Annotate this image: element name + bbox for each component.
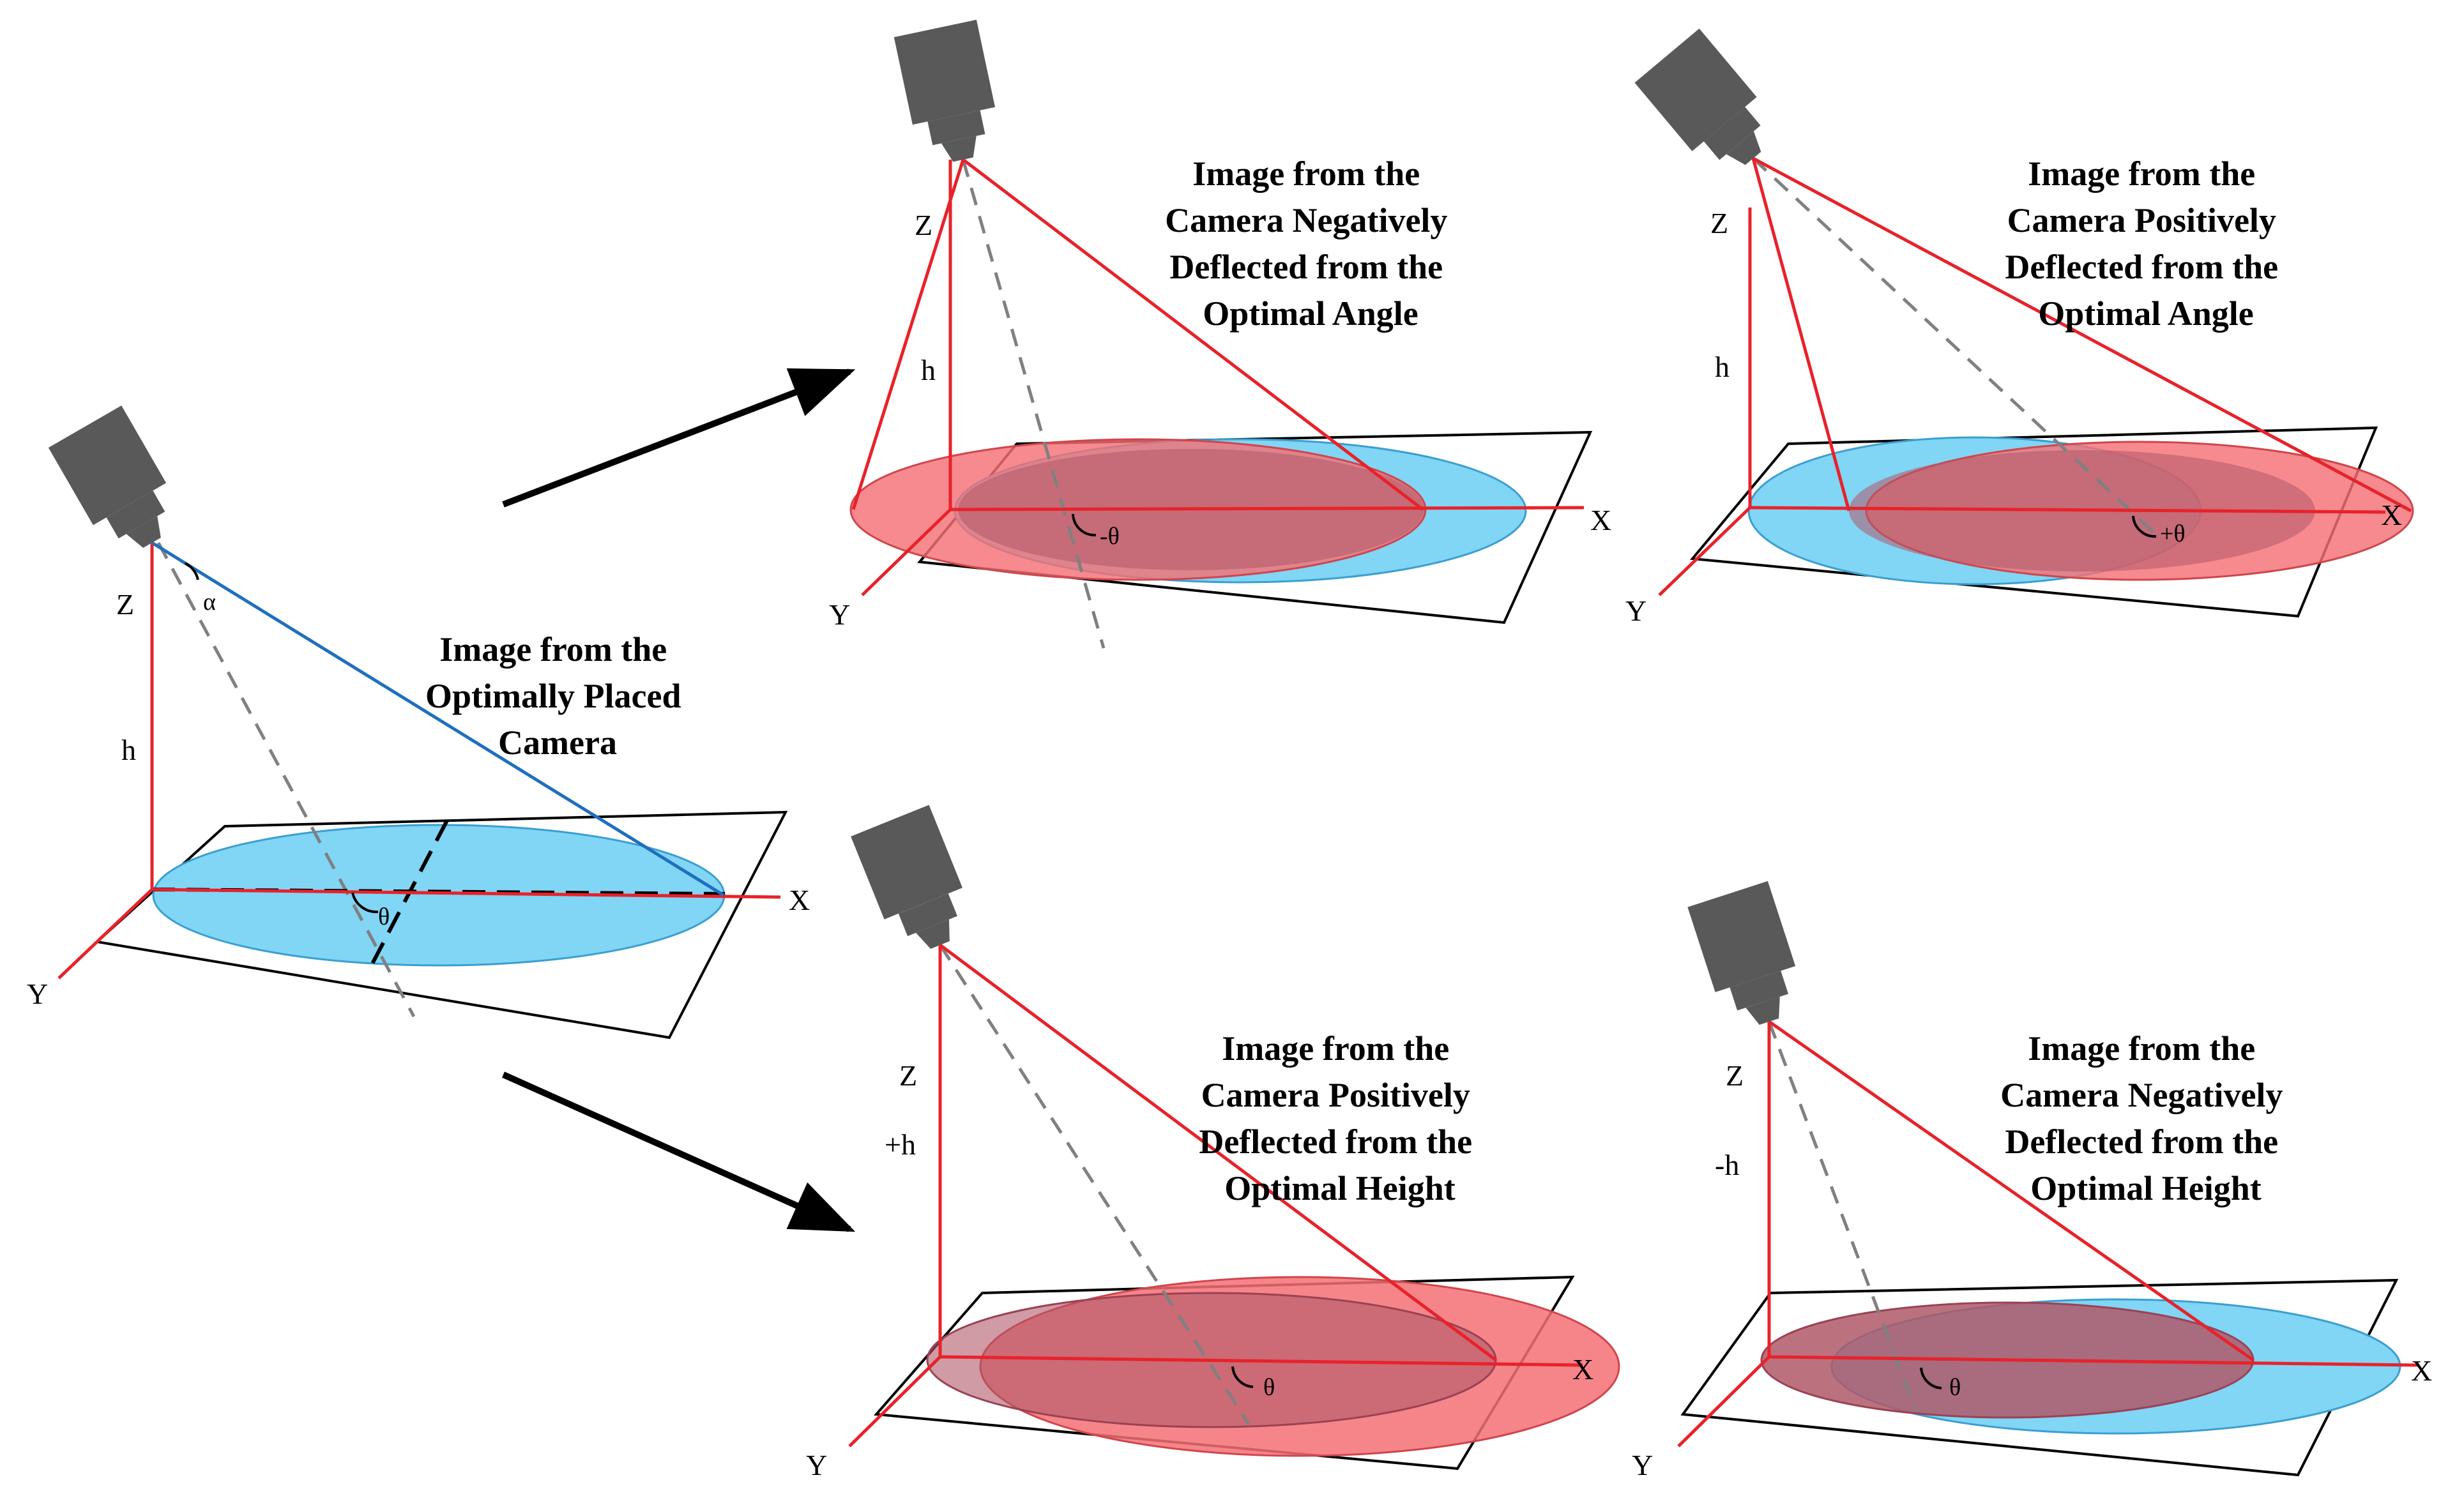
caption: Image from the Camera Positively Deflect… [1199, 1029, 1480, 1207]
caption-line: Camera Negatively [2000, 1076, 2283, 1114]
view-ray-right [1752, 156, 2412, 513]
caption-line: Deflected from the [1199, 1123, 1472, 1161]
camera-icon [851, 805, 962, 949]
view-ray [151, 541, 725, 897]
y-axis-label: Y [1632, 1449, 1653, 1481]
view-ray [939, 943, 1497, 1362]
x-axis [1768, 1355, 2418, 1367]
x-axis-label: X [789, 884, 810, 916]
x-axis [950, 506, 1585, 511]
theta-angle-arc [351, 892, 379, 914]
theta-angle-arc [1920, 1367, 1942, 1389]
x-axis [1749, 506, 2386, 514]
theta-label: -θ [1100, 523, 1120, 550]
y-axis [1658, 506, 1751, 596]
z-axis-label: Z [899, 1059, 917, 1092]
center-dashed-line [961, 159, 1106, 649]
z-axis-label: Z [1726, 1059, 1744, 1092]
panel-optimal: Z h X Y α θ Image from the Optimally Pla… [27, 405, 810, 1040]
z-axis-label: Z [1710, 207, 1728, 239]
h-label: h [921, 354, 936, 386]
center-dashed-line [938, 944, 1251, 1425]
caption-line: Image from the [439, 630, 667, 669]
center-dashed-line [1752, 157, 2161, 540]
caption-line: Optimal Height [1224, 1169, 1456, 1207]
center-dashed-line [1767, 1021, 1918, 1412]
h-label: +h [885, 1128, 916, 1161]
theta-angle-arc [1072, 513, 1097, 537]
panel-negative-angle: Z h X Y -θ Image from the Camera Negativ… [829, 19, 1611, 649]
h-label: h [1715, 351, 1730, 383]
theta-angle-arc [2132, 515, 2157, 538]
y-axis-label: Y [27, 978, 48, 1010]
caption-line: Deflected from the [1169, 248, 1443, 286]
panel-positive-angle: Z h X Y +θ Image from the Camera Positiv… [1625, 28, 2414, 627]
camera-icon [1634, 28, 1761, 165]
view-ray [1768, 1020, 2255, 1362]
camera-icon [48, 405, 167, 548]
x-axis-label: X [2411, 1354, 2432, 1387]
theta-angle-arc [1231, 1366, 1254, 1388]
caption-line: Optimal Angle [1203, 294, 1418, 333]
y-axis [57, 888, 153, 979]
caption-line: Image from the [1222, 1029, 1449, 1068]
caption: Image from the Camera Positively Deflect… [2005, 155, 2286, 333]
view-ray-left [851, 159, 965, 510]
arrow-to-angle-panel [502, 368, 856, 508]
theta-label: θ [378, 903, 390, 930]
z-axis-label: Z [116, 588, 134, 621]
theta-label: θ [1949, 1374, 1961, 1401]
z-axis-label: Z [915, 209, 932, 241]
arrow-to-height-panel [501, 1071, 856, 1232]
alpha-angle-arc [185, 562, 199, 580]
camera-icon [894, 19, 996, 162]
caption-line: Camera [498, 723, 617, 762]
center-dashed-line [156, 541, 416, 1018]
x-axis [151, 888, 781, 899]
caption: Image from the Camera Negatively Deflect… [2000, 1029, 2292, 1207]
view-ray-left [1751, 158, 1851, 511]
caption-line: Image from the [1192, 155, 1420, 193]
x-axis-label: X [2381, 499, 2402, 531]
caption-line: Camera Positively [2007, 201, 2276, 239]
y-axis [861, 508, 952, 596]
caption: Image from the Camera Negatively Deflect… [1165, 155, 1456, 333]
x-axis-label: X [1590, 504, 1611, 536]
alpha-label: α [203, 589, 216, 616]
caption-line: Image from the [2028, 155, 2255, 193]
caption-line: Optimal Height [2030, 1169, 2262, 1207]
theta-label: θ [1263, 1374, 1275, 1401]
y-axis-label: Y [1625, 594, 1646, 627]
x-axis [939, 1355, 1583, 1367]
caption-line: Image from the [2028, 1029, 2255, 1068]
h-label: -h [1715, 1149, 1739, 1181]
view-ray-right [962, 158, 1424, 511]
caption-line: Optimally Placed [425, 677, 681, 715]
caption-line: Optimal Angle [2038, 294, 2254, 333]
caption-line: Deflected from the [2005, 248, 2278, 286]
ground-plane [1690, 426, 2378, 618]
x-axis-label: X [1572, 1353, 1593, 1386]
camera-icon [1687, 881, 1796, 1025]
y-axis [848, 1356, 941, 1448]
ground-plane [1680, 1278, 2399, 1477]
panel-negative-height: Z -h X Y θ Image from the Camera Negativ… [1632, 881, 2432, 1481]
caption-line: Camera Negatively [1165, 201, 1447, 239]
caption-line: Deflected from the [2005, 1123, 2278, 1161]
theta-label: +θ [2160, 520, 2186, 547]
y-axis-label: Y [806, 1449, 827, 1481]
y-axis-label: Y [829, 598, 850, 631]
panel-positive-height: Z +h X Y θ Image from the Camera Positiv… [806, 805, 1620, 1481]
h-label: h [121, 734, 136, 766]
y-axis [1677, 1356, 1770, 1448]
caption-line: Camera Positively [1201, 1076, 1470, 1114]
caption: Image from the Optimally Placed Camera [425, 630, 690, 762]
